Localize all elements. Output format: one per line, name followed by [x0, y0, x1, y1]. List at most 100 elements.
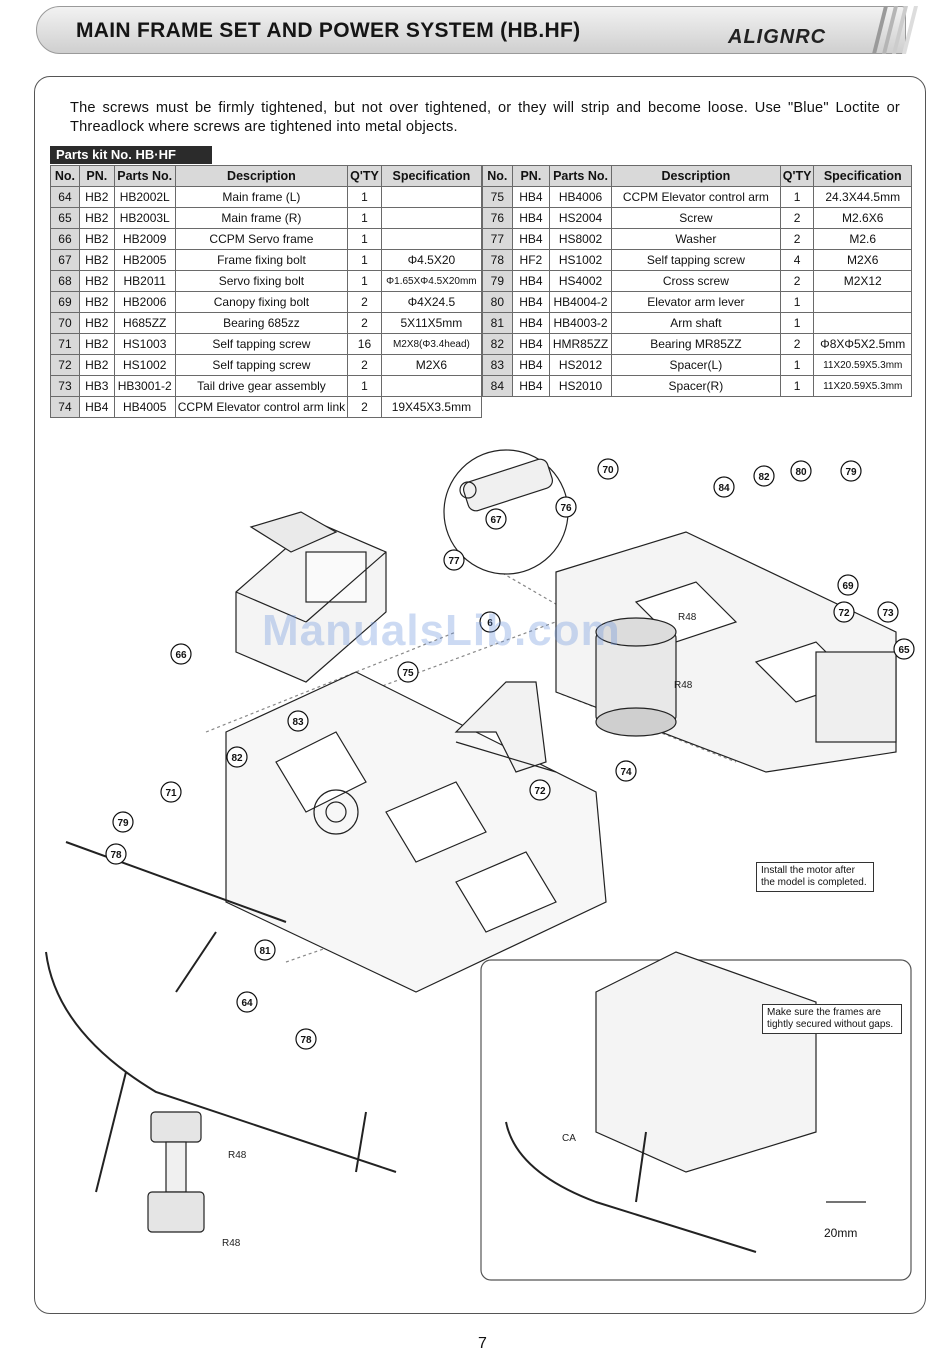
cell-qty: 2 — [347, 354, 382, 376]
cell-description: CCPM Servo frame — [174, 228, 349, 250]
cell-pn: HB2 — [78, 249, 115, 271]
cell-qty: 1 — [347, 375, 382, 397]
cell-pn: HF2 — [511, 249, 551, 271]
svg-text:73: 73 — [882, 608, 894, 619]
cell-qty: 2 — [779, 207, 815, 229]
header-bar — [36, 6, 906, 54]
cell-parts-no: HB4006 — [549, 186, 612, 208]
cell-qty: 1 — [347, 270, 382, 292]
cell-description: Self tapping screw — [174, 354, 349, 376]
cell-spec: 24.3X44.5mm — [813, 186, 912, 208]
cell-qty: 2 — [779, 333, 815, 355]
svg-text:72: 72 — [838, 608, 850, 619]
cell-description: Canopy fixing bolt — [174, 291, 349, 313]
note-install-motor: Install the motor after the model is com… — [756, 862, 874, 892]
cell-no: 74 — [50, 396, 80, 418]
cell-description: Main frame (L) — [174, 186, 349, 208]
cell-description: CCPM Elevator control arm — [610, 186, 781, 208]
cell-no: 83 — [482, 354, 513, 376]
page-header: MAIN FRAME SET AND POWER SYSTEM (HB.HF) … — [0, 0, 950, 60]
cell-no: 66 — [50, 228, 80, 250]
svg-text:6: 6 — [487, 618, 493, 629]
cell-qty: 2 — [347, 291, 382, 313]
cell-spec: M2X8(Φ3.4head) — [380, 333, 483, 355]
svg-text:66: 66 — [175, 650, 187, 661]
svg-text:80: 80 — [795, 467, 807, 478]
cell-spec: M2.6X6 — [813, 207, 912, 229]
svg-text:65: 65 — [898, 645, 910, 656]
cell-pn: HB4 — [78, 396, 115, 418]
cell-qty: 1 — [779, 375, 815, 397]
cell-parts-no: HB2006 — [113, 291, 176, 313]
cell-spec: 11X20.59X5.3mm — [813, 354, 912, 376]
cell-pn: HB2 — [78, 291, 115, 313]
cell-spec: Φ4X24.5 — [380, 291, 483, 313]
cell-description: Self tapping screw — [610, 249, 781, 271]
assembled-view-inset — [480, 951, 912, 1281]
content-frame — [34, 76, 926, 1314]
cell-pn: HB4 — [511, 333, 551, 355]
cell-description: Cross screw — [610, 270, 781, 292]
cell-spec: 19X45X3.5mm — [380, 396, 483, 418]
cell-qty: 2 — [779, 228, 815, 250]
svg-text:78: 78 — [300, 1035, 312, 1046]
cell-description: Spacer(R) — [610, 375, 781, 397]
cell-qty: 2 — [779, 270, 815, 292]
cell-parts-no: HB4004-2 — [549, 291, 612, 313]
cell-pn: HB4 — [511, 354, 551, 376]
ref-label-r48: R48 — [228, 1150, 247, 1161]
cell-description: Bearing 685zz — [174, 312, 349, 334]
svg-text:70: 70 — [602, 465, 614, 476]
cell-pn: HB2 — [78, 207, 115, 229]
cell-pn: HB2 — [78, 354, 115, 376]
column-header-description: Description — [174, 165, 349, 187]
svg-text:71: 71 — [165, 788, 177, 799]
ref-label-ca: CA — [562, 1133, 576, 1144]
cell-qty: 1 — [779, 354, 815, 376]
column-header-pn: PN. — [511, 165, 551, 187]
column-header-parts-no: Parts No. — [113, 165, 176, 187]
page-title: MAIN FRAME SET AND POWER SYSTEM (HB.HF) — [76, 19, 581, 42]
cell-qty: 1 — [347, 249, 382, 271]
cell-parts-no: HS2010 — [549, 375, 612, 397]
cell-parts-no: HB4003-2 — [549, 312, 612, 334]
note-frames-secured: Make sure the frames are tightly secured… — [762, 1004, 902, 1034]
assembly-instructions: The screws must be firmly tightened, but… — [70, 100, 900, 135]
column-header-spec: Specification — [380, 165, 483, 187]
cell-no: 76 — [482, 207, 513, 229]
svg-text:64: 64 — [241, 998, 253, 1009]
cell-pn: HB3 — [78, 375, 115, 397]
cell-no: 70 — [50, 312, 80, 334]
svg-text:79: 79 — [845, 467, 857, 478]
cell-qty: 1 — [779, 312, 815, 334]
motor-part — [595, 617, 677, 737]
column-header-parts-no: Parts No. — [549, 165, 612, 187]
cell-parts-no: HB2009 — [113, 228, 176, 250]
svg-text:82: 82 — [231, 753, 243, 764]
cell-qty: 1 — [779, 291, 815, 313]
frame-bolt-inset — [443, 449, 569, 575]
cell-parts-no: HB2002L — [113, 186, 176, 208]
cell-description: Screw — [610, 207, 781, 229]
header-stripes-icon — [872, 6, 918, 54]
cell-description: Elevator arm lever — [610, 291, 781, 313]
cell-description: Tail drive gear assembly — [174, 375, 349, 397]
cell-spec — [380, 207, 483, 229]
cell-spec: M2X6 — [813, 249, 912, 271]
cell-parts-no: HB2011 — [113, 270, 176, 292]
cell-no: 67 — [50, 249, 80, 271]
cell-no: 69 — [50, 291, 80, 313]
